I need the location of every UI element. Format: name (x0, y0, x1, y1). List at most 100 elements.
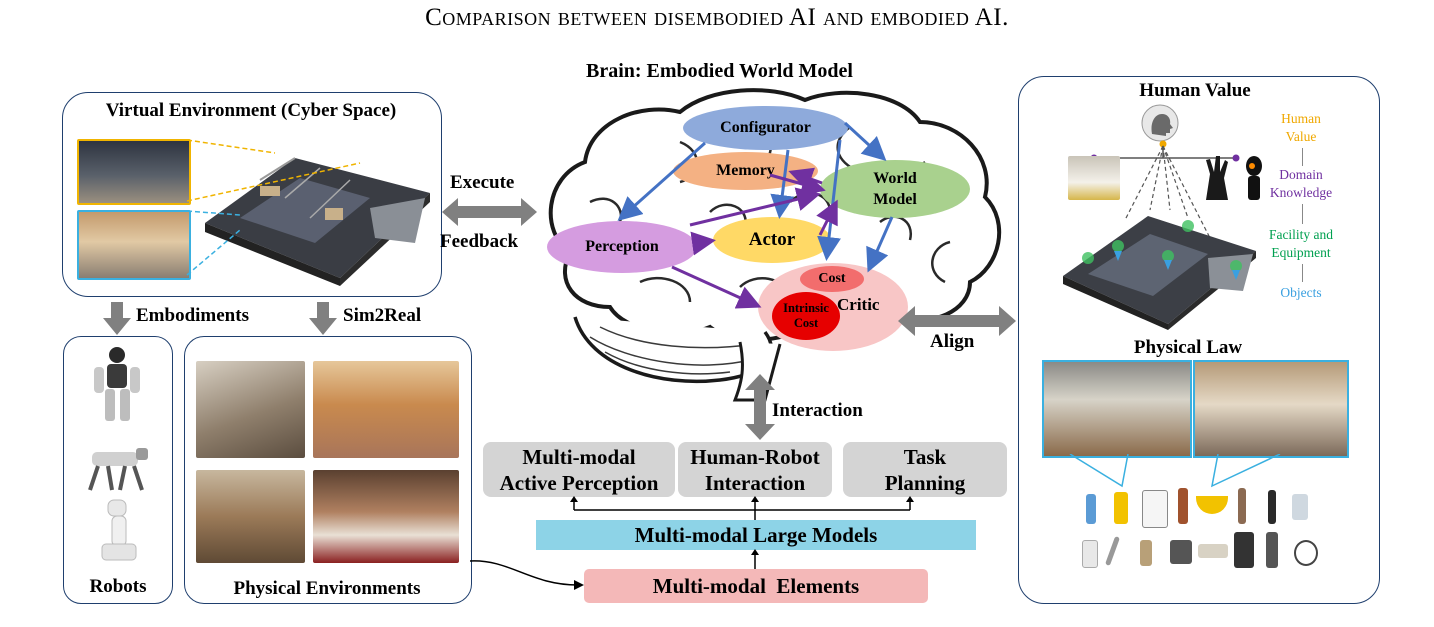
legend-facility-line-1: Facility and (1268, 227, 1334, 242)
physical-law-photo-bedroom (1193, 360, 1349, 458)
config-to-perception-arrow (617, 141, 706, 221)
legend-objects: Objects (1280, 285, 1322, 300)
multimodal-large-models-box: Multi-modal Large Models (536, 520, 976, 550)
domain-object-hand-sculpture (1206, 156, 1228, 200)
object-snack-box-icon (1114, 492, 1128, 524)
physical-env-photo-care-home (196, 361, 305, 458)
legend-domain-line-2: Knowledge (1269, 185, 1333, 200)
world-model-node: World Model (820, 160, 970, 218)
embodiments-down-arrow (103, 302, 131, 335)
world-model-to-critic-arrow (866, 216, 894, 273)
legend-facility-line-2: Equipment (1271, 245, 1331, 260)
object-tray-icon (1198, 544, 1228, 558)
critic-label: Critic (837, 295, 880, 314)
world-model-line-1: World (873, 170, 917, 187)
align-arrow (898, 306, 1016, 336)
legend-human-value: Human Value (1266, 110, 1336, 146)
legend-connector-2 (1302, 204, 1303, 224)
physical-env-photo-bedroom (313, 470, 459, 563)
task-planning-box: Task Planning (843, 442, 1007, 497)
interaction-label: Interaction (772, 400, 863, 421)
embodiments-label: Embodiments (136, 305, 249, 326)
cost-node: Cost (800, 266, 864, 292)
object-cabinet-icon (1234, 532, 1254, 568)
object-bottle-icon (1086, 494, 1096, 524)
active-perception-line-2: Active Perception (499, 470, 659, 495)
physical-law-photo-store (1042, 360, 1192, 458)
large-models-connectors (570, 496, 914, 522)
virtual-scene-thumbnail-2 (77, 210, 191, 280)
config-to-world-model-arrow (843, 121, 887, 162)
object-wheelchair-icon (1294, 540, 1318, 566)
world-model-line-2: Model (873, 191, 917, 208)
object-coffee-machine-icon (1170, 540, 1192, 564)
virtual-scene-thumbnail-1 (77, 139, 191, 205)
perception-to-critic-arrow (671, 265, 762, 309)
active-perception-line-1: Multi-modal (522, 444, 636, 469)
elements-to-models-arrow (751, 549, 759, 569)
sim2real-down-arrow (309, 302, 337, 335)
perception-to-world-model-arrow (689, 187, 821, 227)
physical-env-photo-store (313, 361, 459, 458)
human-robot-interaction-box: Human-Robot Interaction (678, 442, 832, 497)
legend-connector-3 (1302, 264, 1303, 282)
thumbnail-connectors (186, 139, 361, 276)
hri-line-1: Human-Robot (690, 444, 820, 469)
perception-to-actor-arrow (690, 231, 716, 256)
human-head-icon (1141, 104, 1179, 142)
legend-human-value-line-2: Value (1285, 129, 1317, 144)
white-robot-arm-image (101, 499, 137, 561)
human-value-title: Human Value (1139, 80, 1251, 101)
object-cup-icon (1082, 540, 1098, 568)
config-to-critic-arrow (817, 139, 842, 261)
robots-label: Robots (89, 576, 147, 597)
configurator-node: Configurator (683, 106, 848, 150)
execute-label: Execute (450, 172, 515, 193)
brain-title: Brain: Embodied World Model (586, 60, 853, 82)
legend-connector-1 (1302, 148, 1303, 166)
physical-environments-label: Physical Environments (233, 578, 421, 599)
intrinsic-cost-line-1: Intrinsic (783, 301, 829, 315)
multimodal-elements-box: Multi-modal Elements (584, 569, 928, 603)
legend-facility-equipment: Facility and Equipment (1256, 226, 1346, 262)
align-label: Align (930, 331, 975, 352)
intrinsic-cost-node: Intrinsic Cost (772, 292, 840, 340)
brain-flow-arrows (617, 121, 894, 309)
object-tall-device-icon (1268, 490, 1276, 524)
physical-to-elements-arrow (470, 560, 584, 590)
facility-render (1063, 216, 1256, 330)
object-cart-icon (1142, 490, 1168, 528)
object-brush-icon (1238, 488, 1246, 524)
object-glass-icon (1140, 540, 1152, 566)
intrinsic-cost-line-2: Cost (793, 316, 819, 330)
figure-caption: Comparison between disembodied AI and em… (425, 4, 1009, 31)
memory-world-model-arrow (769, 172, 826, 196)
actor-to-world-model-arrow (816, 199, 838, 236)
quadruped-robot-image (88, 448, 148, 491)
actor-node: Actor (713, 217, 831, 263)
execute-feedback-arrow (442, 198, 537, 226)
task-planning-line-1: Task (903, 444, 947, 469)
legend-human-value-line-1: Human (1281, 111, 1321, 126)
object-dispenser-icon (1292, 494, 1308, 520)
object-bowl-icon (1196, 496, 1228, 514)
perception-node: Perception (547, 221, 697, 273)
physical-law-callouts (1069, 454, 1281, 488)
interaction-arrow (745, 374, 775, 440)
physical-law-title: Physical Law (1133, 337, 1243, 358)
physical-env-photo-cafeteria (196, 470, 305, 563)
domain-object-tea-set (1068, 156, 1120, 200)
object-sauce-bottle-icon (1178, 488, 1188, 524)
active-perception-box: Multi-modal Active Perception (483, 442, 675, 497)
legend-domain-line-1: Domain (1279, 167, 1323, 182)
task-planning-line-2: Planning (884, 470, 966, 495)
world-model-to-memory-arrow (788, 167, 823, 191)
virtual-environment-title: Virtual Environment (Cyber Space) (105, 100, 397, 121)
domain-object-statue (1246, 156, 1262, 200)
object-panel-icon (1266, 532, 1278, 568)
legend-domain-knowledge: Domain Knowledge (1256, 166, 1346, 202)
sim2real-label: Sim2Real (343, 305, 422, 326)
humanoid-robot-image (94, 347, 140, 421)
feedback-label: Feedback (440, 231, 519, 252)
hri-line-2: Interaction (704, 470, 806, 495)
